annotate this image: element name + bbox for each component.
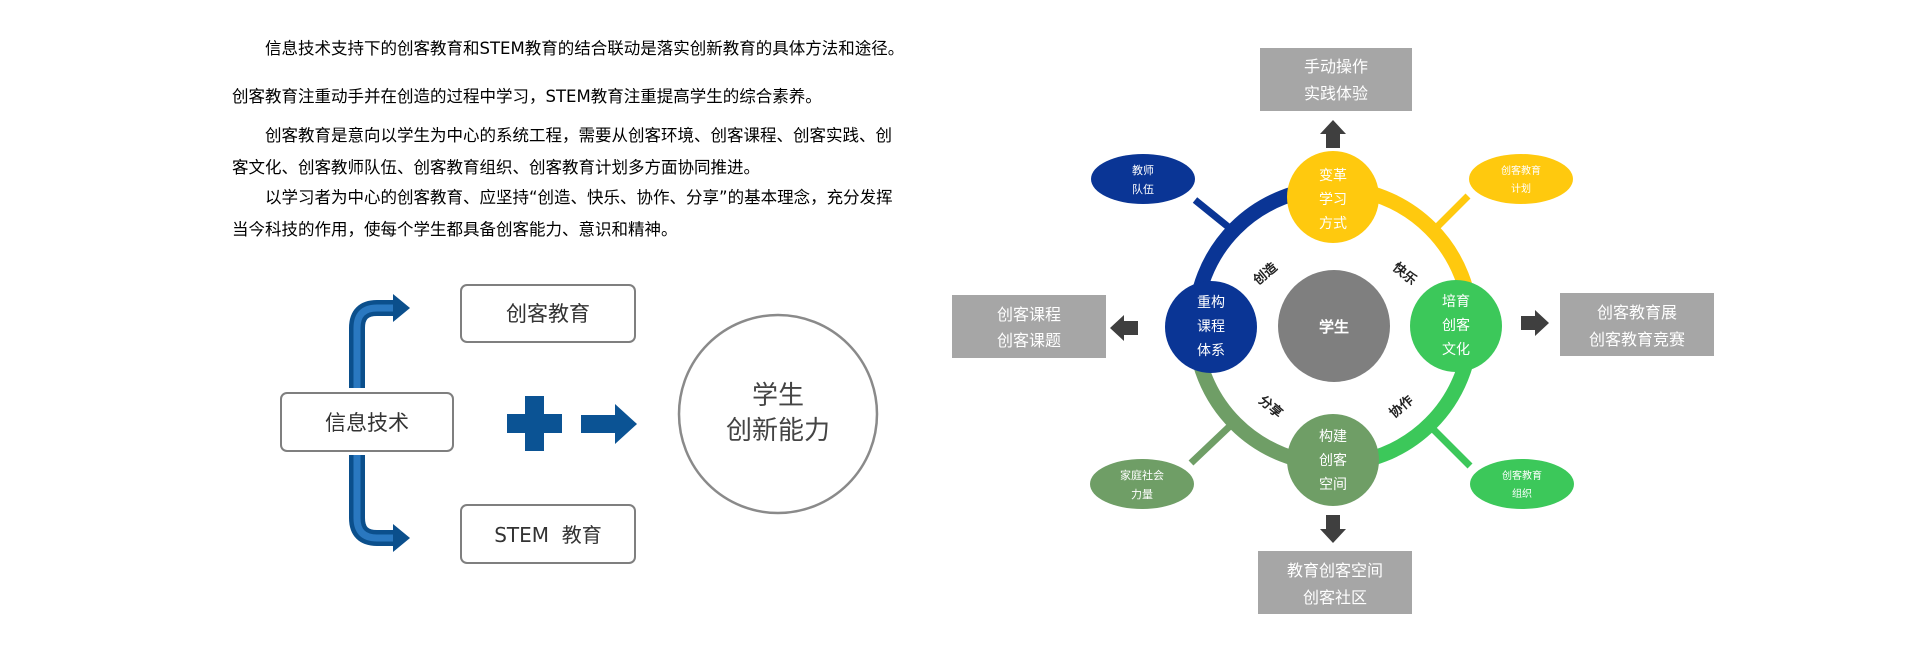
node-top-line1: 变革 (1319, 168, 1347, 184)
node-change-learning: 变革 学习 方式 (1287, 151, 1379, 243)
arrow-right-icon (1521, 310, 1549, 336)
stem-edu-label: STEM 教育 (494, 523, 602, 547)
plan-line2: 计划 (1511, 182, 1531, 195)
center-student-label: 学生 (1319, 318, 1349, 336)
arc-label-collab: 协作 (1386, 392, 1416, 421)
stem-edu-box: STEM 教育 (460, 504, 636, 564)
left-flow-diagram: 信息技术 创客教育 STEM 教育 学生 创新能力 (280, 284, 879, 564)
arrow-down-icon (1320, 515, 1346, 543)
node-left-line2: 课程 (1197, 319, 1225, 335)
spoke-org (1429, 425, 1473, 469)
intro-paragraph-2: 创客教育注重动手并在创造的过程中学习，STEM教育注重提高学生的综合素养。 (232, 87, 822, 106)
ellipse-maker-plan: 创客教育 计划 (1469, 154, 1573, 204)
box-hands-on: 手动操作 实践体验 (1260, 48, 1412, 111)
node-right-line3: 文化 (1442, 342, 1470, 358)
node-top-line2: 学习 (1319, 192, 1347, 208)
box-right-line2: 创客教育竞赛 (1589, 330, 1685, 349)
student-ability-circle: 学生 创新能力 (677, 313, 879, 515)
node-left-line1: 重构 (1197, 295, 1225, 311)
org-line1: 创客教育 (1502, 469, 1542, 482)
teacher-line2: 队伍 (1132, 182, 1154, 196)
arc-label-share: 分享 (1255, 392, 1285, 421)
node-bottom-line1: 构建 (1319, 429, 1347, 445)
arrow-up-icon (1320, 120, 1346, 148)
intro-paragraph-4: 以学习者为中心的创客教育、应坚持“创造、快乐、协作、分享”的基本理念，充分发挥当… (232, 188, 893, 239)
box-top-line2: 实践体验 (1304, 84, 1368, 103)
teacher-line1: 教师 (1132, 164, 1154, 177)
center-student-node: 学生 (1278, 270, 1390, 382)
node-bottom-line2: 创客 (1319, 452, 1347, 469)
box-bottom-line2: 创客社区 (1303, 588, 1367, 607)
info-tech-label: 信息技术 (325, 411, 409, 435)
student-label: 学生 (752, 381, 804, 411)
ellipse-teacher-team: 教师 队伍 (1091, 154, 1195, 204)
bent-arrow-down-icon (349, 455, 410, 552)
info-tech-box: 信息技术 (280, 392, 454, 452)
org-line2: 组织 (1512, 487, 1532, 500)
box-left-line1: 创客课程 (997, 305, 1061, 324)
box-top-line1: 手动操作 (1304, 57, 1368, 76)
intro-paragraph-1: 信息技术支持下的创客教育和STEM教育的结合联动是落实创新教育的具体方法和途径。 (265, 39, 905, 58)
box-bottom-line1: 教育创客空间 (1287, 561, 1383, 580)
box-left-line2: 创客课题 (997, 331, 1061, 350)
plan-line1: 创客教育 (1501, 164, 1541, 177)
ellipse-maker-org: 创客教育 组织 (1470, 459, 1574, 509)
arc-label-create: 创造 (1250, 259, 1282, 289)
arrow-left-icon (1110, 315, 1138, 341)
ellipse-family-society: 家庭社会 力量 (1090, 459, 1194, 509)
spoke-teacher (1192, 197, 1240, 237)
box-maker-space: 教育创客空间 创客社区 (1258, 551, 1412, 614)
node-build-space: 构建 创客 空间 (1287, 414, 1379, 506)
node-bottom-line3: 空间 (1319, 477, 1347, 493)
spoke-family (1188, 423, 1233, 466)
box-courses: 创客课程 创客课题 (952, 295, 1106, 358)
right-arrow-icon (581, 404, 637, 444)
arc-label-happy: 快乐 (1389, 259, 1419, 288)
node-left-line3: 体系 (1197, 343, 1225, 359)
innovation-ability-label: 创新能力 (726, 416, 830, 446)
box-right-line1: 创客教育展 (1597, 303, 1677, 322)
bent-arrow-up-icon (349, 294, 410, 388)
node-rebuild-curriculum: 重构 课程 体系 (1165, 281, 1257, 373)
maker-edu-box: 创客教育 (460, 284, 636, 343)
maker-wheel-diagram: 学生 变革 学习 方式 重构 课程 体系 培育 创客 文化 构建 创客 空间 (952, 48, 1714, 614)
family-line2: 力量 (1131, 488, 1153, 501)
node-cultivate-culture: 培育 创客 文化 (1410, 280, 1502, 372)
box-exhibition: 创客教育展 创客教育竞赛 (1560, 293, 1714, 356)
maker-edu-label: 创客教育 (506, 302, 590, 326)
plus-icon (507, 396, 562, 451)
family-line1: 家庭社会 (1120, 468, 1164, 482)
spoke-plan (1427, 193, 1471, 237)
node-right-line2: 创客 (1442, 317, 1470, 334)
node-right-line1: 培育 (1442, 294, 1470, 310)
node-top-line3: 方式 (1319, 216, 1347, 232)
intro-paragraph-3: 创客教育是意向以学生为中心的系统工程，需要从创客环境、创客课程、创客实践、创客文… (232, 126, 892, 177)
